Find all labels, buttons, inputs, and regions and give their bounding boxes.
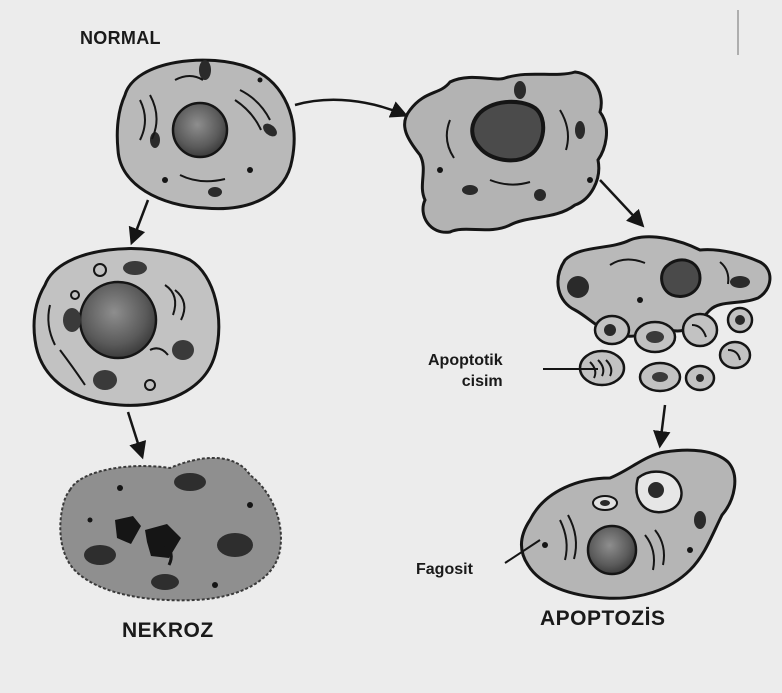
phagocyte-nucleus <box>588 526 636 574</box>
label-normal: NORMAL <box>80 28 161 49</box>
label-apoptosis: APOPTOZİS <box>540 607 665 631</box>
swollen-cell-nucleus <box>80 282 156 358</box>
shrunken-cell <box>405 72 607 232</box>
arrow-swollen-to-necrotic <box>128 412 142 456</box>
condensed-nucleus <box>472 102 543 161</box>
arrow-normal-to-shrunken <box>295 100 405 115</box>
label-apoptotic-body-line1: Apoptotik <box>428 350 503 371</box>
label-phagocyte: Fagosit <box>416 561 473 579</box>
necrotic-cell <box>60 458 281 600</box>
arrow-shrunken-to-blebbing <box>600 180 642 225</box>
arrow-normal-to-swollen <box>132 200 148 242</box>
mitochondrion <box>199 60 211 80</box>
label-apoptotic-body: Apoptotik cisim <box>428 350 503 392</box>
normal-cell-nucleus <box>173 103 227 157</box>
normal-cell <box>117 60 294 209</box>
label-necrosis: NEKROZ <box>122 619 214 643</box>
label-apoptotic-body-line2: cisim <box>428 371 503 392</box>
arrow-bodies-to-phagocyte <box>660 405 665 445</box>
phagocyte-cell <box>521 450 734 598</box>
swollen-cell <box>34 249 219 406</box>
